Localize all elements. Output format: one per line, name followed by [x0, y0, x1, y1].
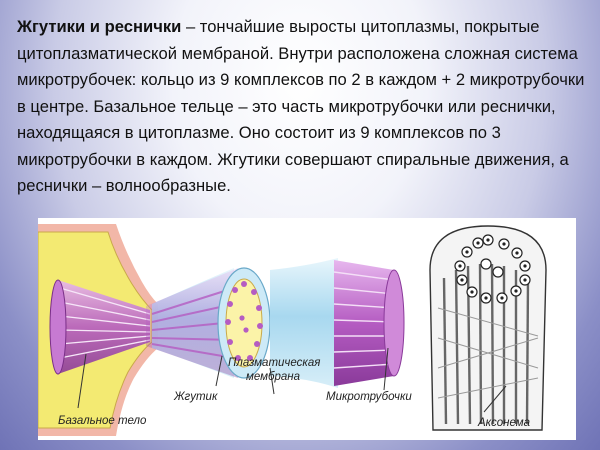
- term-heading: Жгутики и реснички: [17, 17, 182, 36]
- microtubules-leader: [383, 347, 389, 391]
- basal-body: [49, 279, 151, 375]
- basal-body-leader: [77, 353, 87, 409]
- flagellum-label: Жгутик: [173, 391, 218, 403]
- flagellum-diagram: Плазматическая мембрана Жгутик Микротруб…: [38, 218, 576, 440]
- description-paragraph: Жгутики и реснички – тончайшие выросты ц…: [17, 14, 589, 200]
- flagellum-tube: [146, 258, 405, 388]
- membrane-leader: [269, 367, 275, 395]
- basal-body-label: Базальное тело: [58, 415, 147, 427]
- membrane-label-line1: Плазматическая: [228, 357, 320, 369]
- microtubules-label: Микротрубочки: [326, 391, 412, 403]
- axoneme-label: Аксонема: [477, 417, 530, 429]
- membrane-label-line2: мембрана: [246, 371, 300, 383]
- flagellum-leader: [215, 355, 223, 387]
- term-definition: – тончайшие выросты цитоплазмы, покрытые…: [17, 17, 585, 195]
- axoneme-leader: [483, 385, 507, 413]
- axoneme-diagram: [429, 225, 547, 431]
